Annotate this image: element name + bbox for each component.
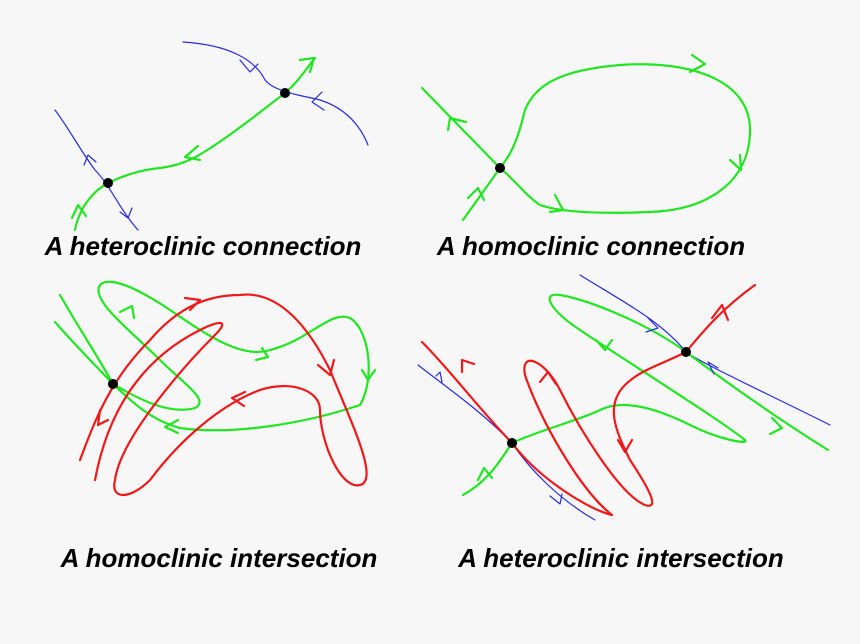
stable-manifold [58,280,370,432]
arrow [360,368,377,382]
stable-manifold-lower [54,109,139,231]
arrow [768,416,784,436]
green-manifold [461,293,830,497]
arrow [707,361,719,375]
panel-homoclinic-intersection [53,280,377,496]
arrow [311,91,325,111]
homoclinic-loop [498,63,752,214]
arrow [549,493,563,505]
arrow [446,116,468,132]
arrow [645,317,659,333]
arrow [298,56,316,74]
stable-branch [53,320,115,386]
arrow [163,418,180,435]
arrow [183,296,202,312]
fixed-point [280,88,290,98]
panel-heteroclinic-intersection [417,274,831,521]
arrow [254,346,270,362]
arrow [70,203,88,220]
label-homoclinic-connection: A homoclinic connection [436,231,746,261]
fixed-point [507,438,517,448]
arrow [476,466,494,482]
arrow [538,370,558,386]
arrow [460,358,476,374]
arrow [688,53,707,74]
arrow [230,390,247,408]
fixed-point [681,347,691,357]
arrow [316,358,336,377]
arrow [616,438,634,454]
stable-manifold-upper [579,274,831,426]
fixed-point [108,379,118,389]
panel-homoclinic-connection [420,53,752,222]
fixed-point [103,178,113,188]
arrow [548,193,565,214]
heteroclinic-orbit [73,56,317,232]
arrow [239,59,259,73]
panel-heteroclinic-connection [54,41,369,232]
stable-manifold-upper [182,41,369,146]
label-heteroclinic-intersection: A heteroclinic intersection [458,543,784,573]
label-heteroclinic-connection: A heteroclinic connection [44,231,362,261]
arrow [118,304,136,320]
arrow [96,408,110,427]
arrow [728,153,743,172]
arrow [594,338,614,352]
fixed-point [495,163,505,173]
arrow [710,303,730,322]
red-manifold [420,283,757,517]
unstable-manifold [78,293,368,496]
arrow [83,154,97,166]
arrow [466,186,486,202]
arrow [119,207,133,219]
label-homoclinic-intersection: A homoclinic intersection [60,543,378,573]
arrow [435,371,443,383]
stable-branch [420,86,502,222]
arrow [183,144,202,162]
stable-manifold-lower [417,364,596,521]
